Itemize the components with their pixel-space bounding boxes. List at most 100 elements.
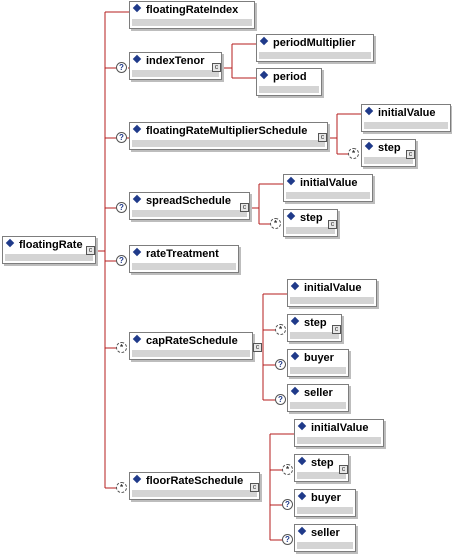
- node-label: step: [304, 317, 327, 329]
- element-diamond-icon: [297, 526, 307, 536]
- optional-occurrence-icon: ?: [116, 62, 127, 73]
- element-diamond-icon: [259, 70, 269, 80]
- node-label: indexTenor: [146, 55, 205, 67]
- spreadSchedule-node[interactable]: spreadSchedule: [129, 192, 250, 220]
- floorRateSchedule-node[interactable]: floorRateSchedule: [129, 472, 260, 500]
- element-diamond-icon: [132, 194, 142, 204]
- node-bar: [297, 542, 353, 549]
- node-bar: [132, 140, 325, 147]
- node-bar: [297, 472, 346, 479]
- complex-type-icon: c: [86, 246, 95, 255]
- floatingRate-node[interactable]: floatingRate: [2, 236, 96, 264]
- node-bar: [364, 122, 448, 129]
- element-diamond-icon: [132, 3, 142, 13]
- optional-occurrence-icon: ?: [275, 394, 286, 405]
- node-label: floorRateSchedule: [146, 475, 244, 487]
- floor-initialValue-node[interactable]: initialValue: [294, 419, 384, 447]
- element-diamond-icon: [290, 386, 300, 396]
- node-label: initialValue: [300, 177, 358, 189]
- element-diamond-icon: [364, 106, 374, 116]
- complex-type-icon: c: [253, 343, 262, 352]
- node-label: step: [311, 457, 334, 469]
- element-diamond-icon: [290, 351, 300, 361]
- cap-step-node[interactable]: step: [287, 314, 342, 342]
- node-bar: [290, 402, 346, 409]
- element-diamond-icon: [5, 238, 15, 248]
- element-diamond-icon: [132, 247, 142, 257]
- element-diamond-icon: [290, 281, 300, 291]
- repeating-occurrence-icon: *: [116, 342, 127, 353]
- node-label: rateTreatment: [146, 248, 219, 260]
- node-label: step: [378, 142, 401, 154]
- repeating-occurrence-icon: *: [282, 464, 293, 475]
- node-bar: [259, 86, 319, 93]
- complex-type-icon: c: [212, 63, 221, 72]
- frms-step-node[interactable]: step: [361, 139, 416, 167]
- node-label: floatingRateIndex: [146, 4, 239, 16]
- node-bar: [290, 297, 374, 304]
- optional-occurrence-icon: ?: [282, 499, 293, 510]
- node-label: initialValue: [378, 107, 436, 119]
- complex-type-icon: c: [318, 133, 327, 142]
- element-diamond-icon: [132, 474, 142, 484]
- element-diamond-icon: [132, 124, 142, 134]
- indexTenor-node[interactable]: indexTenor: [129, 52, 222, 80]
- node-label: step: [300, 212, 323, 224]
- floor-buyer-node[interactable]: buyer: [294, 489, 356, 517]
- complex-type-icon: c: [250, 483, 259, 492]
- node-label: seller: [311, 527, 340, 539]
- node-bar: [290, 332, 339, 339]
- optional-occurrence-icon: ?: [282, 534, 293, 545]
- node-label: period: [273, 71, 307, 83]
- node-bar: [297, 437, 381, 444]
- floor-seller-node[interactable]: seller: [294, 524, 356, 552]
- element-diamond-icon: [286, 176, 296, 186]
- element-diamond-icon: [132, 334, 142, 344]
- node-bar: [259, 52, 371, 59]
- period-node[interactable]: period: [256, 68, 322, 96]
- element-diamond-icon: [297, 456, 307, 466]
- rateTreatment-node[interactable]: rateTreatment: [129, 245, 239, 273]
- node-label: initialValue: [304, 282, 362, 294]
- cap-initialValue-node[interactable]: initialValue: [287, 279, 377, 307]
- capRateSchedule-node[interactable]: capRateSchedule: [129, 332, 253, 360]
- ss-initialValue-node[interactable]: initialValue: [283, 174, 373, 202]
- node-bar: [290, 367, 346, 374]
- element-diamond-icon: [290, 316, 300, 326]
- node-bar: [132, 490, 257, 497]
- node-label: capRateSchedule: [146, 335, 238, 347]
- complex-type-icon: c: [406, 150, 415, 159]
- element-diamond-icon: [297, 491, 307, 501]
- node-bar: [286, 227, 335, 234]
- node-bar: [132, 19, 252, 26]
- element-diamond-icon: [259, 36, 269, 46]
- repeating-occurrence-icon: *: [270, 218, 281, 229]
- node-bar: [5, 254, 93, 261]
- frms-initialValue-node[interactable]: initialValue: [361, 104, 451, 132]
- periodMultiplier-node[interactable]: periodMultiplier: [256, 34, 374, 62]
- node-label: seller: [304, 387, 333, 399]
- cap-buyer-node[interactable]: buyer: [287, 349, 349, 377]
- element-diamond-icon: [297, 421, 307, 431]
- optional-occurrence-icon: ?: [116, 132, 127, 143]
- repeating-occurrence-icon: *: [275, 324, 286, 335]
- node-label: floatingRateMultiplierSchedule: [146, 125, 308, 137]
- optional-occurrence-icon: ?: [275, 359, 286, 370]
- node-label: spreadSchedule: [146, 195, 231, 207]
- floatingRateIndex-node[interactable]: floatingRateIndex: [129, 1, 255, 29]
- optional-occurrence-icon: ?: [116, 255, 127, 266]
- complex-type-icon: c: [332, 325, 341, 334]
- node-label: buyer: [304, 352, 334, 364]
- floatingRateMultiplierSchedule-node[interactable]: floatingRateMultiplierSchedule: [129, 122, 328, 150]
- complex-type-icon: c: [339, 465, 348, 474]
- optional-occurrence-icon: ?: [116, 202, 127, 213]
- complex-type-icon: c: [240, 203, 249, 212]
- element-diamond-icon: [286, 211, 296, 221]
- node-label: buyer: [311, 492, 341, 504]
- repeating-occurrence-icon: *: [116, 482, 127, 493]
- node-bar: [286, 192, 370, 199]
- element-diamond-icon: [132, 54, 142, 64]
- cap-seller-node[interactable]: seller: [287, 384, 349, 412]
- node-bar: [297, 507, 353, 514]
